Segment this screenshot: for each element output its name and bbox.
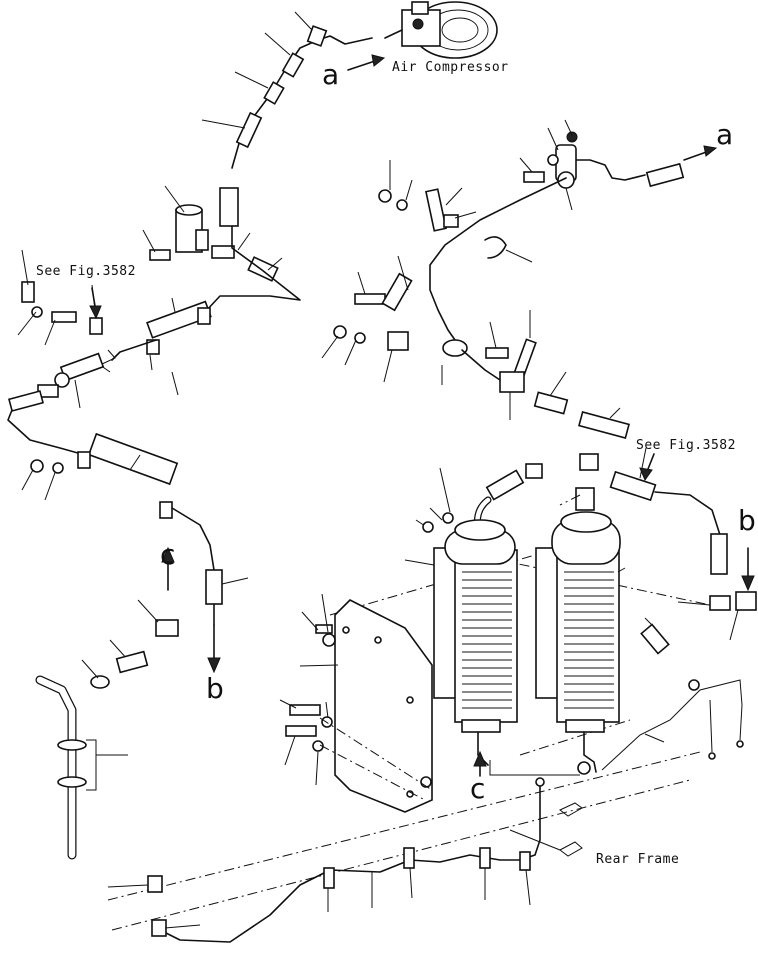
- marker-b-left: b: [206, 672, 224, 705]
- rear-frame-label: Rear Frame: [596, 852, 680, 867]
- air-tank-left: [433, 519, 518, 733]
- mounting-plate: [334, 599, 433, 813]
- marker-a-right: a: [716, 118, 734, 151]
- marker-b-right: b: [738, 504, 756, 537]
- right-top-fittings: [523, 131, 578, 189]
- marker-c-left: c: [160, 538, 176, 571]
- fittings-top-chain: [219, 25, 328, 227]
- rear-frame: [107, 751, 701, 931]
- air-compressor-label: Air Compressor: [392, 60, 509, 75]
- marker-c-bottom: c: [470, 772, 486, 805]
- left-fittings: [8, 281, 105, 412]
- air-tank-right: [535, 511, 621, 733]
- marker-a-top: a: [322, 58, 340, 91]
- left-bracket-tube: [146, 300, 212, 355]
- see-fig-label-right: See Fig.3582: [636, 438, 736, 453]
- air-compressor: [384, 1, 498, 59]
- lower-left-tube: [77, 432, 179, 519]
- see-fig-label-left: See Fig.3582: [36, 264, 136, 279]
- governor-valve: [149, 204, 279, 282]
